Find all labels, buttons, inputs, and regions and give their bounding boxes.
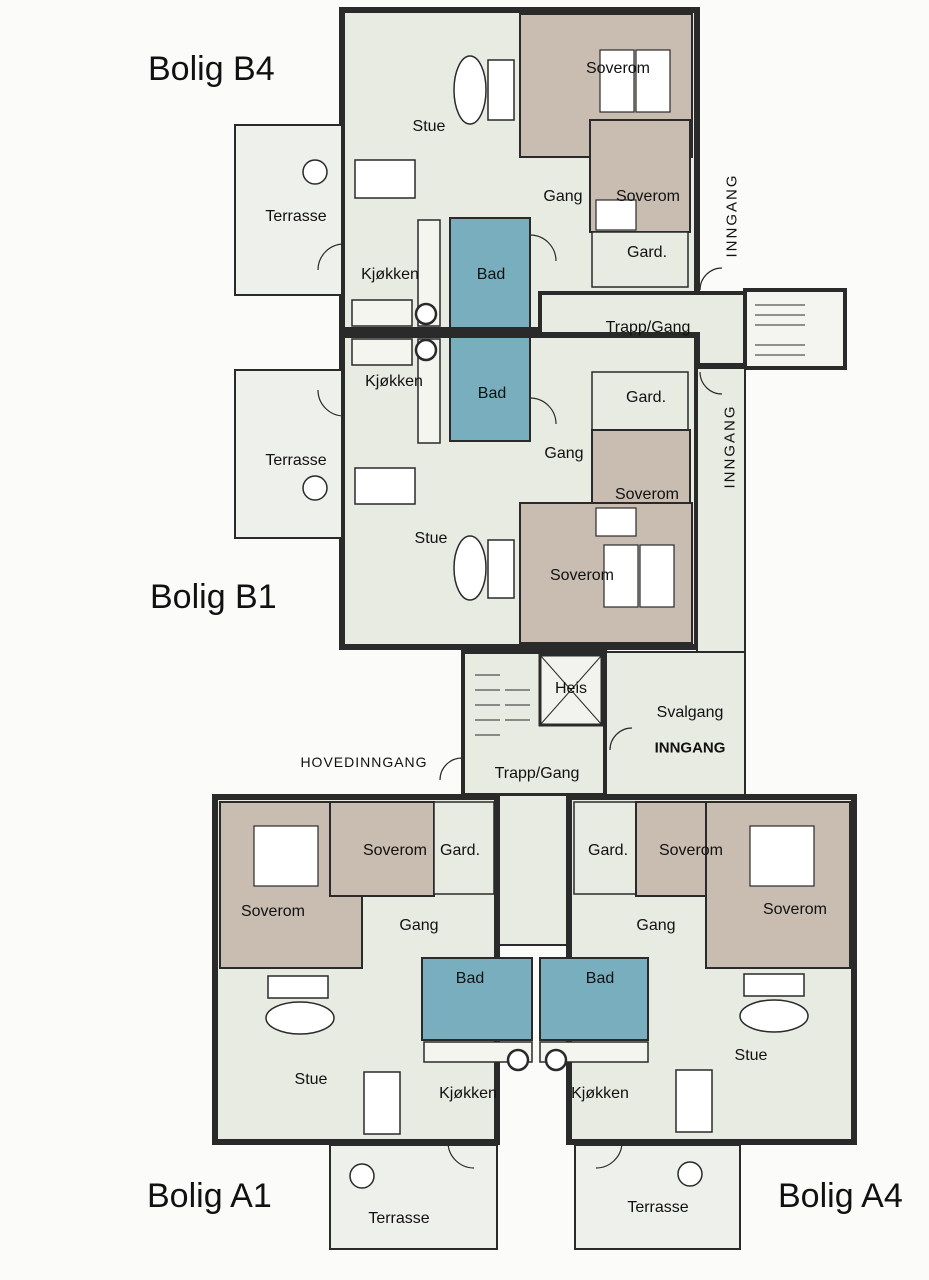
b1-bathroom <box>449 336 531 442</box>
b4-kitchen-counter <box>351 299 413 327</box>
b1-kitchen-counter <box>351 338 413 366</box>
b1-terrace <box>234 369 343 539</box>
label-svalgang: Svalgang <box>656 704 724 721</box>
a1-wardrobe <box>433 801 495 895</box>
a1-kitchen-counter <box>423 1041 533 1063</box>
b1-kitchen-island <box>417 338 441 444</box>
b1-dining-table <box>354 467 416 505</box>
b4-bed-2 <box>635 49 671 113</box>
a1-dining-table <box>363 1071 401 1135</box>
a1-label-soverom-2: Soverom <box>362 842 428 859</box>
b1-bed-1 <box>603 544 639 608</box>
a4-vent-icon <box>544 1048 568 1072</box>
a4-label-gang: Gang <box>636 917 676 934</box>
a-center-corridor <box>496 794 570 946</box>
b1-sofa <box>487 539 515 599</box>
b4-label-gard: Gard. <box>626 244 668 261</box>
label-inngang-core: INNGANG <box>654 739 726 757</box>
b4-bed-1 <box>599 49 635 113</box>
a4-wardrobe <box>573 801 637 895</box>
a4-label-gard: Gard. <box>587 842 629 859</box>
b-label-trapp-gang: Trapp/Gang <box>605 319 691 336</box>
b1-label-soverom-2: Soverom <box>549 567 615 584</box>
b4-terrace-table <box>302 159 328 185</box>
b1-label-stue: Stue <box>414 530 448 547</box>
a1-coffee-table <box>265 1001 335 1035</box>
a1-label-kjokken: Kjøkken <box>439 1085 497 1102</box>
a1-vent-icon <box>506 1048 530 1072</box>
a1-bed <box>253 825 319 887</box>
b4-label-soverom-2: Soverom <box>615 188 681 205</box>
b4-label-inngang: INNGANG <box>723 173 741 258</box>
b4-label-bad: Bad <box>476 266 506 283</box>
a1-label-stue: Stue <box>294 1071 328 1088</box>
b1-coffee-table <box>453 535 487 601</box>
b1-label-inngang: INNGANG <box>721 404 739 489</box>
b4-dining-table <box>354 159 416 199</box>
b1-label-gard: Gard. <box>625 389 667 406</box>
unit-title-b1: Bolig B1 <box>150 578 277 616</box>
a1-bathroom <box>421 957 533 1041</box>
a1-label-bad: Bad <box>455 970 485 987</box>
b1-label-kjokken: Kjøkken <box>365 373 423 390</box>
b4-label-soverom-1: Soverom <box>585 60 651 77</box>
b1-vent-icon <box>414 338 438 362</box>
a4-label-bad: Bad <box>585 970 615 987</box>
unit-title-a1: Bolig A1 <box>147 1177 272 1215</box>
a1-terrace-table <box>349 1163 375 1189</box>
a4-dining-table <box>675 1069 713 1133</box>
label-hovedinngang: HOVEDINNGANG <box>300 754 428 770</box>
b4-bathroom <box>449 217 531 329</box>
a4-terrace-table <box>677 1161 703 1187</box>
b4-sofa <box>487 59 515 121</box>
a4-label-soverom-1: Soverom <box>762 901 828 918</box>
b1-label-soverom-1: Soverom <box>614 486 680 503</box>
b4-wardrobe <box>591 231 689 288</box>
a1-bedroom-2 <box>329 801 435 897</box>
svalgang-lower <box>604 651 746 796</box>
a1-label-soverom-1: Soverom <box>240 903 306 920</box>
a4-label-terrasse: Terrasse <box>627 1199 689 1216</box>
a1-terrace <box>329 1144 498 1250</box>
label-heis: Heis <box>554 680 588 697</box>
a4-bed <box>749 825 815 887</box>
a1-label-terrasse: Terrasse <box>368 1210 430 1227</box>
b4-label-gang: Gang <box>543 188 583 205</box>
b1-bed-3 <box>595 507 637 537</box>
a4-coffee-table <box>739 999 809 1033</box>
a4-label-kjokken: Kjøkken <box>571 1085 629 1102</box>
b4-kitchen-island <box>417 219 441 327</box>
b1-wardrobe <box>591 371 689 431</box>
b1-label-terrasse: Terrasse <box>265 452 327 469</box>
a1-label-gang: Gang <box>399 917 439 934</box>
b4-bed-3 <box>595 199 637 231</box>
b-stairs <box>743 288 847 370</box>
b4-label-terrasse: Terrasse <box>265 208 327 225</box>
b4-vent-icon <box>414 302 438 326</box>
a4-sofa <box>743 973 805 997</box>
a1-label-gard: Gard. <box>439 842 481 859</box>
b4-terrace <box>234 124 343 296</box>
b1-label-bad: Bad <box>477 385 507 402</box>
b4-coffee-table <box>453 55 487 125</box>
b4-label-kjokken: Kjøkken <box>361 266 419 283</box>
core-label-trapp-gang: Trapp/Gang <box>494 765 580 782</box>
b1-label-gang: Gang <box>544 445 584 462</box>
a4-label-soverom-2: Soverom <box>658 842 724 859</box>
unit-title-a4: Bolig A4 <box>778 1177 903 1215</box>
a4-terrace <box>574 1144 741 1250</box>
a4-label-stue: Stue <box>734 1047 768 1064</box>
b1-terrace-table <box>302 475 328 501</box>
a4-bathroom <box>539 957 649 1041</box>
a4-kitchen-counter <box>539 1041 649 1063</box>
a1-sofa <box>267 975 329 999</box>
b1-bed-2 <box>639 544 675 608</box>
unit-title-b4: Bolig B4 <box>148 50 275 88</box>
b4-label-stue: Stue <box>412 118 446 135</box>
